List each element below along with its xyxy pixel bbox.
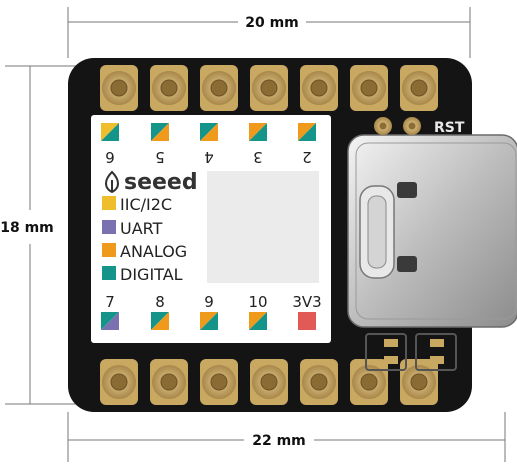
pin-type-marker [101, 312, 119, 330]
bottom-pin-number: 3V3 [292, 293, 321, 311]
bottom-pad [250, 359, 288, 405]
legend-item: ANALOG [102, 242, 187, 261]
top-pin-markers: 6 5 4 3 2 [101, 123, 316, 166]
legend-item: UART [102, 219, 163, 238]
top-pin-number: 2 [302, 148, 312, 166]
chip-shield [207, 171, 319, 283]
dimension-bottom-label: 22 mm [252, 433, 306, 449]
legend-label: DIGITAL [120, 265, 183, 284]
pin-type-marker [151, 312, 169, 330]
bottom-pin-number: 8 [155, 293, 165, 311]
bottom-pin-markers: 7 8 9 10 3V3 [101, 293, 322, 330]
pin-type-marker [298, 123, 316, 141]
top-pad [100, 65, 138, 111]
seeed-logo: seeed [105, 170, 198, 195]
top-pad [300, 65, 338, 111]
legend-swatch [102, 220, 116, 234]
bottom-castellated-pads [100, 359, 438, 405]
pin-type-marker [249, 312, 267, 330]
legend-swatch [102, 266, 116, 280]
top-pad [350, 65, 388, 111]
legend-label: ANALOG [120, 242, 187, 261]
dimension-left: 18 mm [0, 65, 82, 405]
legend-label: UART [120, 219, 163, 238]
dimension-left-label: 18 mm [0, 220, 54, 236]
pin-type-marker [200, 312, 218, 330]
bottom-pin-number: 9 [204, 293, 214, 311]
dimension-top: 20 mm [67, 7, 471, 58]
top-pin-number: 4 [204, 148, 214, 166]
pin-type-marker [200, 123, 218, 141]
dimension-bottom: 22 mm [67, 412, 506, 462]
top-pad [250, 65, 288, 111]
legend-label: IIC/I2C [120, 195, 172, 214]
top-pin-number: 5 [155, 148, 165, 166]
bottom-pad [200, 359, 238, 405]
seeed-leaf-icon [105, 170, 119, 194]
top-pad [400, 65, 438, 111]
top-pin-number: 6 [105, 148, 115, 166]
pin-type-marker [298, 312, 316, 330]
legend-swatch [102, 243, 116, 257]
top-pin-number: 3 [253, 148, 263, 166]
bottom-pin-number: 10 [248, 293, 267, 311]
legend-item: DIGITAL [102, 265, 183, 284]
bottom-pin-number: 7 [105, 293, 115, 311]
dimension-top-label: 20 mm [245, 15, 299, 31]
usb-c-connector [347, 134, 517, 328]
legend-item: IIC/I2C [102, 195, 172, 214]
reset-label: RST [434, 120, 465, 136]
pin-type-marker [151, 123, 169, 141]
top-pad [150, 65, 188, 111]
bottom-pad [150, 359, 188, 405]
top-castellated-pads [100, 65, 438, 111]
led-indicators [365, 333, 457, 371]
bottom-pad [100, 359, 138, 405]
reset-pads [374, 117, 421, 135]
pin-type-legend: IIC/I2C UART ANALOG DIGITAL [102, 195, 187, 284]
legend-swatch [102, 196, 116, 210]
pin-type-marker [101, 123, 119, 141]
top-pad [200, 65, 238, 111]
bottom-pad [350, 359, 388, 405]
brand-name: seeed [124, 170, 198, 195]
bottom-pad [300, 359, 338, 405]
pin-type-marker [249, 123, 267, 141]
